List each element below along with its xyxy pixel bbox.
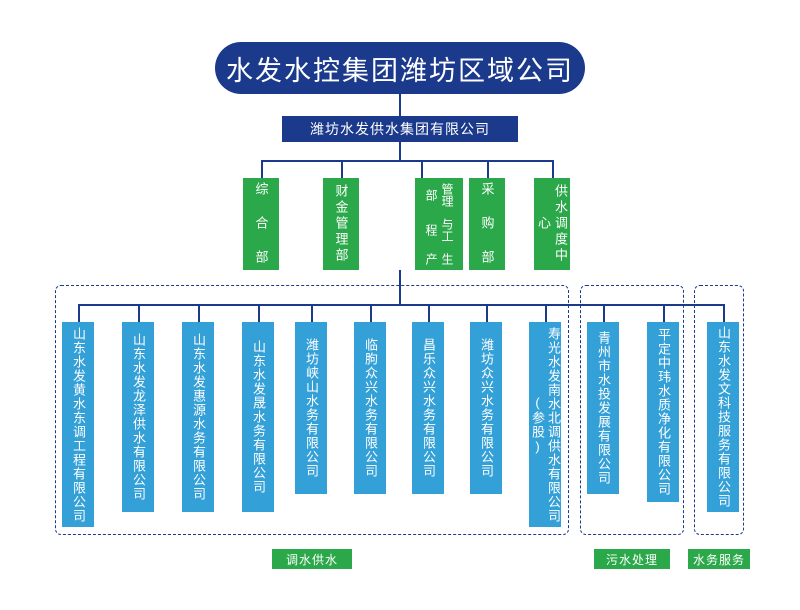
subsidiary-box-7: 昌乐众兴水务有限公司 (412, 322, 444, 494)
category-label-1: 调水供水 (272, 549, 352, 569)
connector-department-bus (261, 160, 553, 162)
connector-sub-12 (723, 304, 725, 322)
connector-sub-3 (198, 304, 200, 322)
group-node: 潍坊水发供水集团有限公司 (282, 116, 518, 142)
connector-dept-2 (341, 160, 343, 178)
group-frame-sewage (580, 285, 684, 535)
subsidiary-box-6: 临朐众兴水务有限公司 (354, 322, 386, 494)
subsidiary-box-12: 山东水发文科技服务有限公司 (707, 322, 739, 512)
connector-dept-4 (487, 160, 489, 178)
group-frame-water-supply (55, 285, 569, 535)
category-label-3: 水务服务 (688, 549, 750, 569)
connector-sub-9 (545, 304, 547, 322)
subsidiary-box-10: 青州市水投发展有限公司 (587, 322, 619, 494)
connector-sub-6 (370, 304, 372, 322)
subsidiary-box-8: 潍坊众兴水务有限公司 (470, 322, 502, 494)
connector-sub-5 (311, 304, 313, 322)
connector-dept-1 (261, 160, 263, 178)
connector-root-group (399, 94, 401, 116)
connector-sub-7 (428, 304, 430, 322)
subsidiary-box-1: 山东水发黄水东调工程有限公司 (62, 322, 94, 527)
connector-sub-8 (486, 304, 488, 322)
subsidiary-box-3: 山东水发惠源水务有限公司 (182, 322, 214, 512)
subsidiary-box-2: 山东水发龙泽供水有限公司 (122, 322, 154, 512)
connector-sub-1 (78, 304, 80, 322)
subsidiary-box-4: 山东水发晟水务有限公司 (242, 322, 274, 512)
subsidiary-box-11: 平定中玮水质净化有限公司 (647, 322, 679, 502)
subsidiary-box-9: 寿光水发南水北调供水有限公司(参股) (529, 322, 561, 527)
connector-sub-4 (258, 304, 260, 322)
connector-trunk-subsidiary (399, 270, 401, 305)
department-box-4: 采 购 部 (469, 178, 505, 270)
subsidiary-box-5: 潍坊峡山水务有限公司 (295, 322, 327, 494)
group-frame-service (694, 285, 744, 535)
connector-dept-5 (552, 160, 554, 178)
connector-dept-3 (421, 160, 423, 178)
department-box-1: 综 合 部 (243, 178, 279, 270)
connector-sub-11 (663, 304, 665, 322)
department-box-2: 财金管理部 (323, 178, 359, 270)
connector-sub-2 (138, 304, 140, 322)
category-label-2: 污水处理 (594, 549, 670, 569)
root-node: 水发水控集团潍坊区域公司 (215, 42, 585, 94)
connector-subsidiary-bus (78, 304, 723, 306)
department-box-5: 供水调度中心 (534, 178, 570, 270)
department-box-3: 管理部 与工程 生产 (415, 178, 463, 270)
connector-group-stem (399, 142, 401, 161)
connector-sub-10 (603, 304, 605, 322)
